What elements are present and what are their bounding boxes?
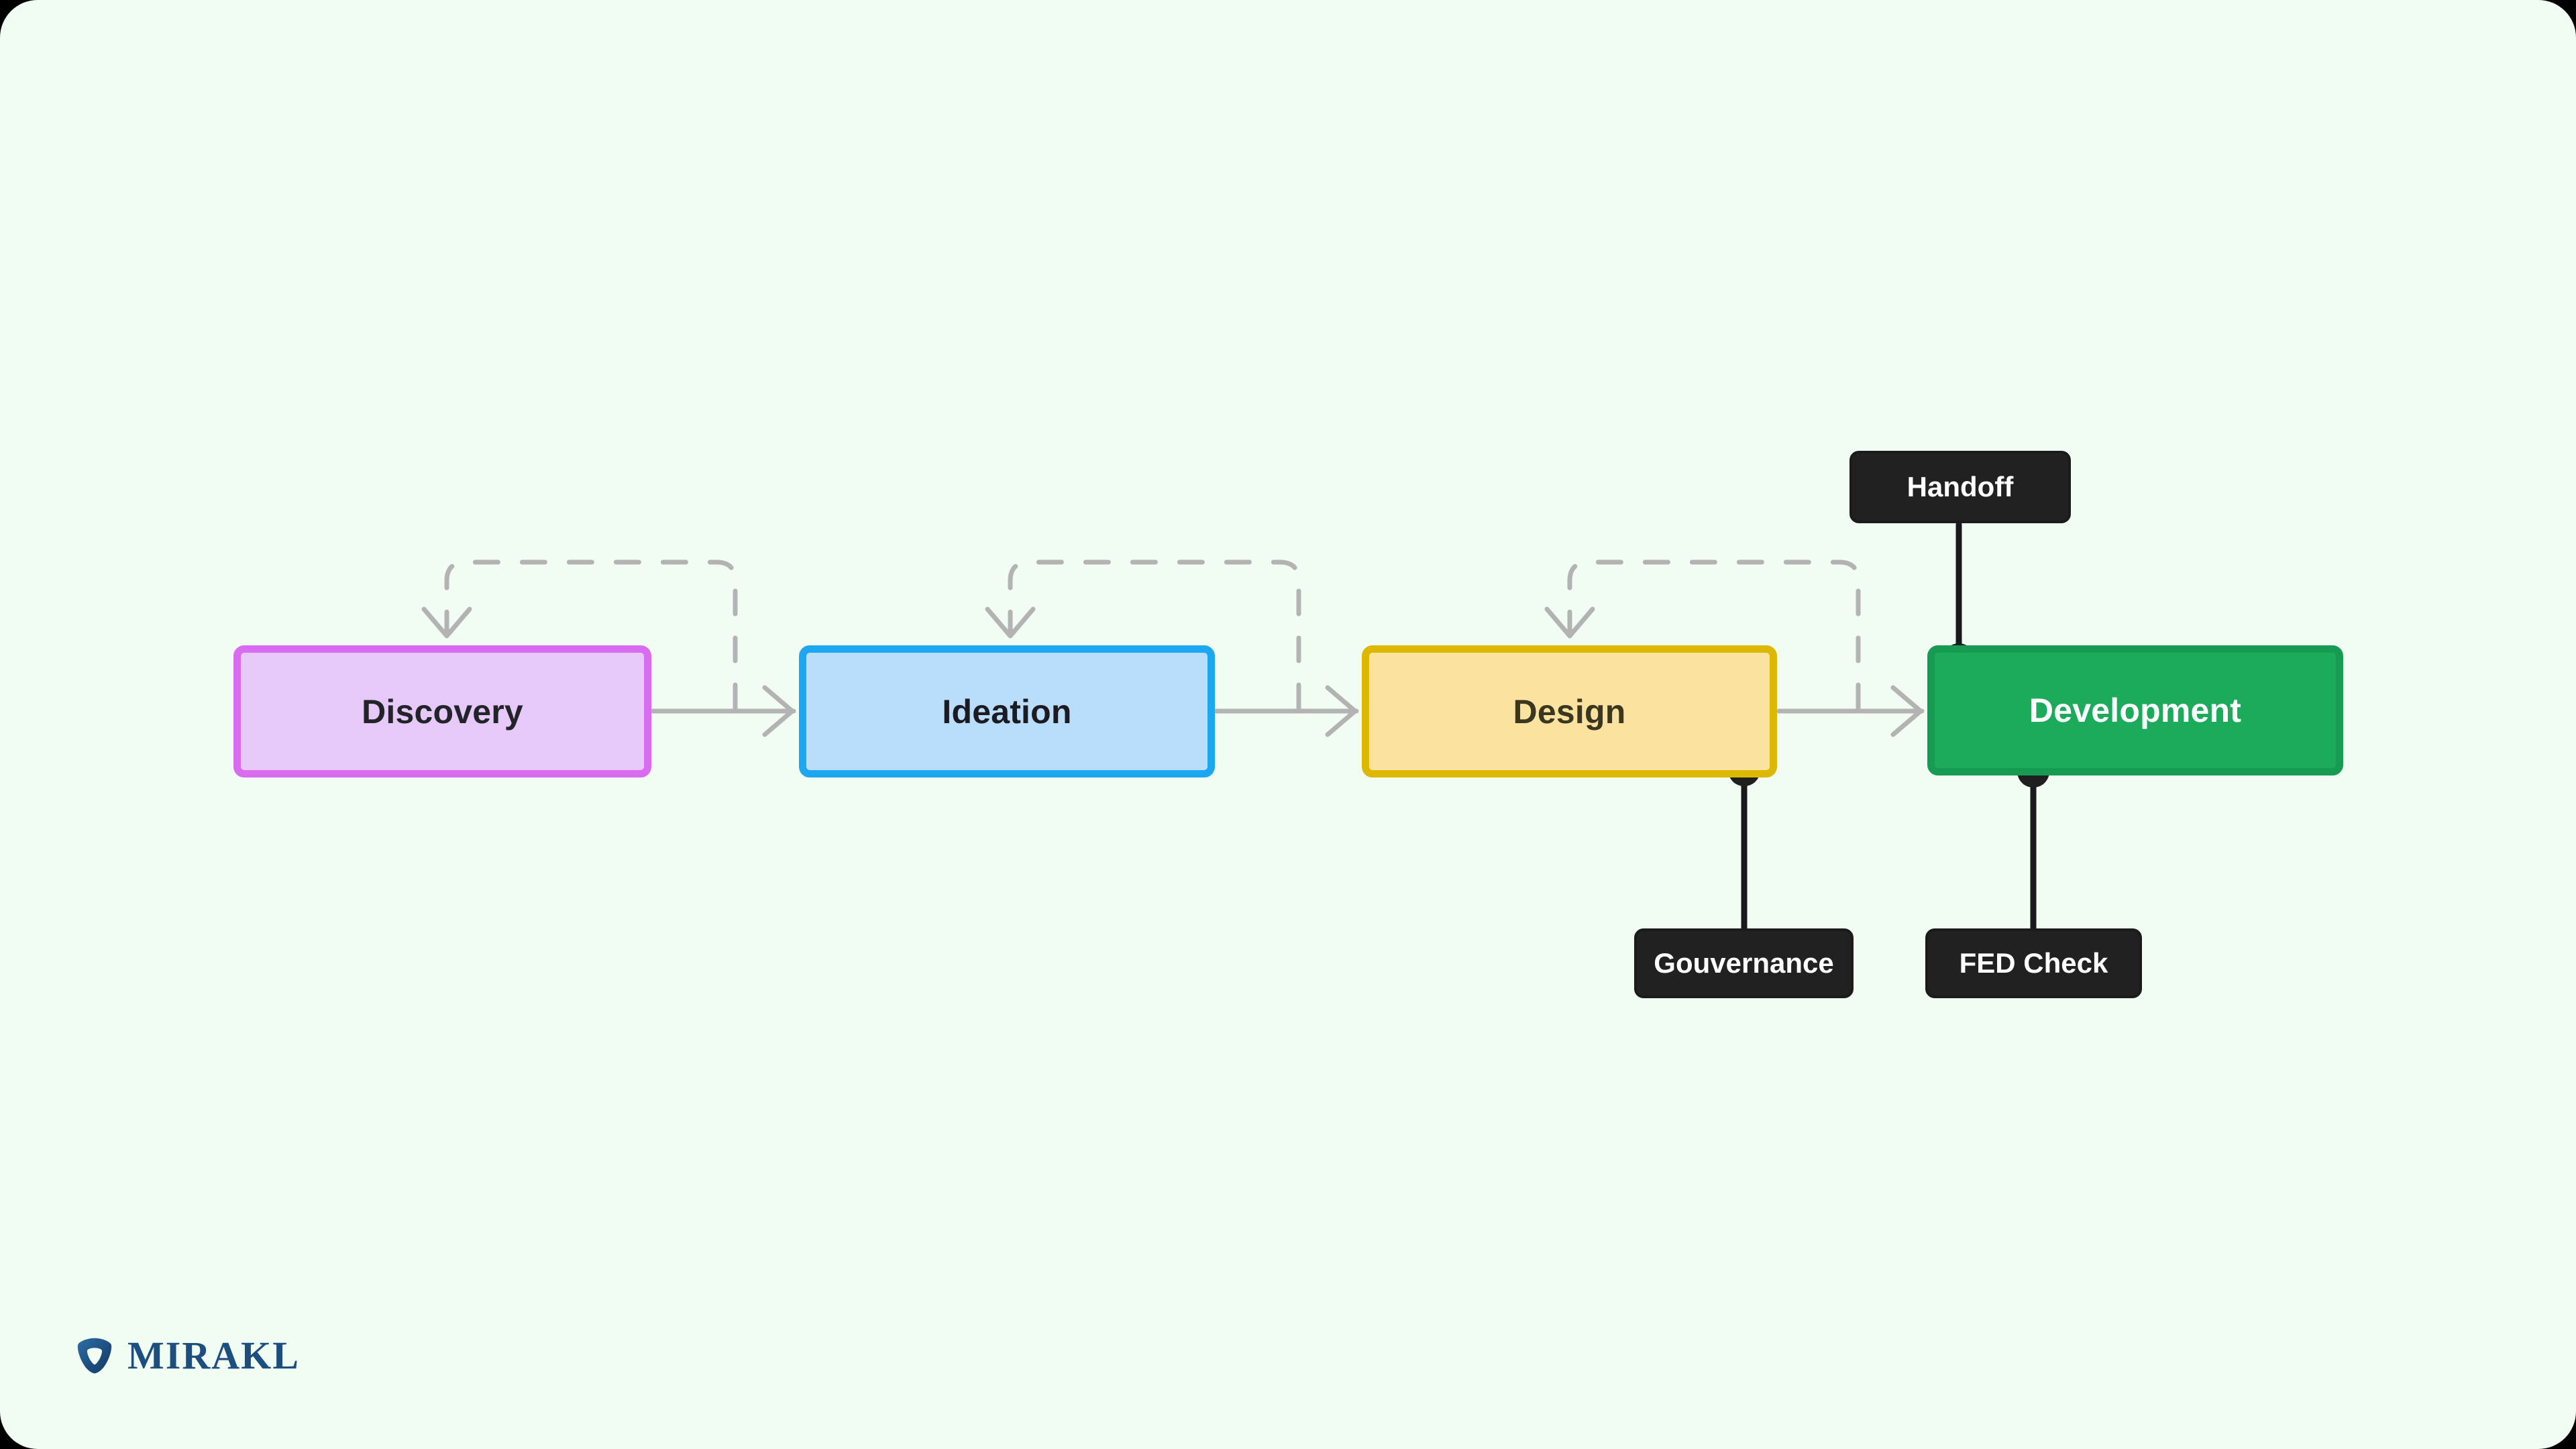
stage-box-ideation[interactable]: Ideation	[799, 645, 1215, 777]
annotation-link-gouvernance	[1728, 754, 1760, 932]
stage-box-discovery[interactable]: Discovery	[233, 645, 651, 777]
stage-box-development[interactable]: Development	[1927, 645, 2343, 775]
stage-box-design[interactable]: Design	[1362, 645, 1777, 777]
annotation-label-fed-check: FED Check	[1959, 947, 2108, 979]
brand-wordmark: MIRAKL	[127, 1334, 300, 1377]
annotation-chip-gouvernance[interactable]: Gouvernance	[1634, 928, 1854, 998]
annotation-label-gouvernance: Gouvernance	[1654, 947, 1834, 979]
stage-label-development: Development	[2029, 692, 2242, 729]
shield-icon	[77, 1338, 112, 1374]
annotation-link-fed-check	[2017, 755, 2049, 932]
stage-label-design: Design	[1513, 692, 1626, 731]
stage-label-ideation: Ideation	[942, 692, 1072, 731]
annotation-label-handoff: Handoff	[1907, 471, 2014, 502]
brand-logo: MIRAKL	[75, 1330, 300, 1382]
annotation-chip-fed-check[interactable]: FED Check	[1925, 928, 2142, 998]
stage-label-discovery: Discovery	[362, 692, 523, 731]
forward-connector-discovery-ideation	[650, 685, 796, 737]
forward-connector-ideation-design	[1214, 685, 1359, 737]
annotation-chip-handoff[interactable]: Handoff	[1849, 451, 2071, 523]
forward-connector-design-development	[1776, 685, 1925, 737]
